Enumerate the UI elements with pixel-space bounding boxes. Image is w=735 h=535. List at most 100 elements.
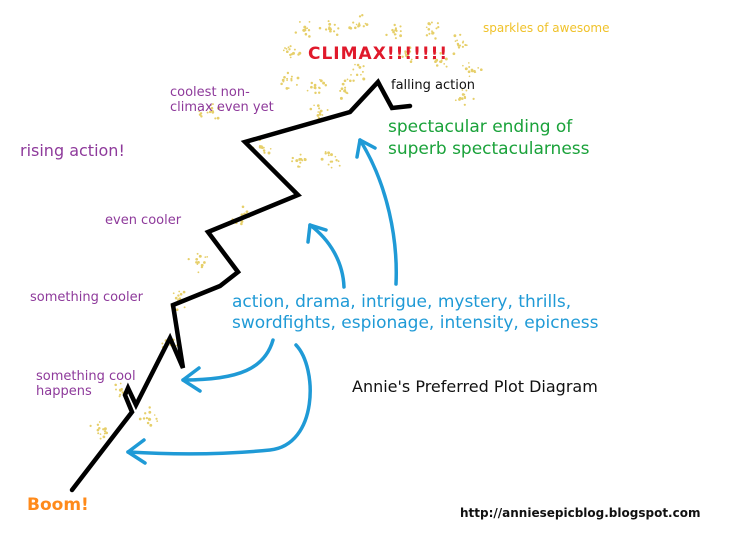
something-cool-label: something cool happens: [36, 369, 136, 399]
sparkle-dot: [444, 57, 448, 61]
sparkle-dot: [286, 77, 289, 80]
sparkle-dot: [289, 56, 292, 59]
sparkle-dot: [467, 70, 471, 74]
sparkle-dot: [364, 22, 367, 25]
coolest-label: coolest non- climax even yet: [170, 85, 274, 115]
sparkle-dot: [319, 113, 322, 116]
sparkle-dot: [337, 160, 340, 163]
sparkle-dot: [464, 67, 468, 71]
sparkle-dot: [178, 297, 182, 301]
sparkle-dot: [99, 433, 102, 435]
sparkle-dot: [330, 153, 333, 157]
sparkle-dot: [290, 79, 293, 82]
sparkle-dot: [267, 151, 271, 155]
sparkle-dot: [335, 33, 339, 37]
sparkle-dot: [473, 71, 476, 74]
sparkle-dot: [461, 93, 465, 96]
sparkle-dot: [172, 292, 175, 295]
sparkle-dot: [198, 113, 202, 116]
sparkle-dot: [349, 26, 353, 30]
sparkle-dot: [431, 31, 435, 35]
sparkle-dot: [344, 89, 347, 92]
sparkle-dot: [120, 388, 123, 391]
climax-label: CLIMAX!!!!!!!: [308, 44, 449, 64]
sparkle-dot: [385, 33, 388, 37]
sparkle-dot: [310, 85, 313, 89]
sparkle-dot: [360, 73, 362, 76]
sparkle-dot: [308, 21, 311, 23]
sparkle-dot: [338, 164, 341, 167]
sparkle-dot: [182, 290, 186, 294]
sparkle-dot: [303, 29, 306, 32]
sparkle-dot: [428, 23, 431, 26]
sparkle-dot: [147, 418, 151, 421]
sparkle-dot: [392, 30, 395, 34]
sparkle-dot: [401, 55, 404, 59]
sparkle-dot: [328, 22, 332, 26]
sparkle-dot: [317, 111, 320, 113]
sparkle-dot: [298, 157, 302, 161]
sparkle-dot: [283, 75, 286, 79]
arrow-to-ending: [358, 138, 398, 286]
sparkle-dot: [299, 153, 302, 156]
sparkle-dot: [119, 389, 122, 392]
sparkle-dot: [148, 406, 151, 409]
sparkle-dot: [306, 89, 309, 92]
sparkle-dot: [427, 28, 431, 31]
sparkle-dot: [209, 104, 212, 107]
ending-label: spectacular ending of superb spectacular…: [388, 117, 590, 160]
sparkle-dot: [327, 154, 330, 157]
sparkle-dot: [286, 79, 288, 82]
sparkle-dot: [362, 65, 365, 68]
sparkle-dot: [434, 51, 437, 54]
arrow-to-boom-head: [126, 438, 147, 465]
sparkle-dot: [245, 210, 249, 214]
blog-url: http://anniesepicblog.blogspot.com: [460, 506, 701, 520]
sparkle-dot: [156, 420, 159, 422]
sparkle-dot: [155, 417, 158, 420]
sparkle-dot: [397, 54, 401, 58]
sparkle-dot: [98, 427, 101, 430]
sparkle-dot: [462, 64, 464, 67]
sparkle-dot: [198, 254, 202, 258]
sparkle-dot: [321, 114, 324, 116]
sparkle-dot: [89, 424, 92, 427]
sparkle-dot: [119, 393, 122, 396]
sparkle-dot: [460, 97, 464, 100]
sparkle-dot: [148, 410, 152, 414]
sparkle-dot: [197, 261, 200, 264]
sparkle-dot: [399, 30, 402, 33]
falling-action-label: falling action: [391, 78, 476, 93]
sparkle-dot: [410, 58, 413, 61]
sparkle-dot: [356, 74, 359, 76]
arrow-to-coolest: [308, 223, 346, 289]
sparkle-dot: [454, 40, 457, 42]
sparkle-dot: [289, 45, 292, 48]
sparkle-dot: [294, 31, 298, 34]
sparkle-dot: [458, 96, 462, 100]
sparkle-dot: [453, 34, 457, 38]
sparkle-dot: [361, 14, 364, 17]
sparkle-dot: [463, 96, 467, 100]
sparkle-dot: [211, 103, 214, 106]
sparkle-dot: [324, 28, 328, 31]
sparkle-dot: [96, 428, 100, 432]
sparkle-dot: [314, 91, 317, 95]
sparkle-dot: [355, 23, 358, 26]
sparkle-dot: [362, 77, 366, 81]
sparkle-dot: [298, 165, 301, 168]
sparkle-dot: [459, 33, 462, 36]
arrow-to-coolest-head: [306, 223, 328, 244]
sparkle-dot: [358, 65, 362, 69]
sparkle-dot: [334, 155, 337, 158]
sparkle-dot: [318, 26, 322, 30]
sparkle-dot: [425, 26, 428, 29]
sparkle-dot: [241, 205, 245, 209]
sparkle-dot: [318, 87, 321, 90]
sparkle-dot: [305, 27, 307, 30]
arrow-to-ending-head: [355, 138, 377, 159]
sparkle-dot: [445, 65, 448, 68]
sparkle-dot: [210, 106, 214, 110]
sparkle-dot: [293, 48, 296, 51]
sparkle-dot: [454, 99, 457, 102]
